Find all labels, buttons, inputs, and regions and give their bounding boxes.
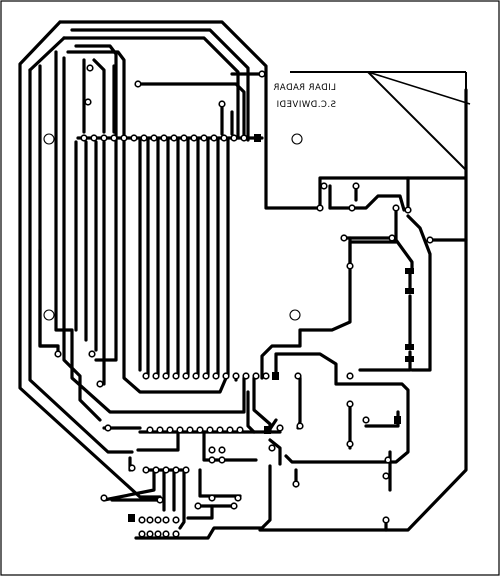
board-title: LIDAR RADAR: [273, 83, 336, 93]
mounting-hole-bottom-right: [289, 309, 301, 321]
board-author: S.C.DWIVEDI: [276, 100, 336, 110]
mounting-hole-top-right: [291, 133, 303, 145]
ribbon-traces: [138, 138, 230, 377]
mechanical-outline: [290, 71, 471, 171]
mounting-hole-top-left: [43, 133, 55, 145]
mounting-hole-bottom-left: [43, 309, 55, 321]
title-label: LIDAR RADAR S.C.DWIVEDI: [273, 83, 336, 110]
right-region-traces: [260, 176, 468, 532]
board-outline-trace: [18, 20, 468, 532]
mounting-holes: [43, 133, 303, 321]
pads: [54, 64, 434, 538]
